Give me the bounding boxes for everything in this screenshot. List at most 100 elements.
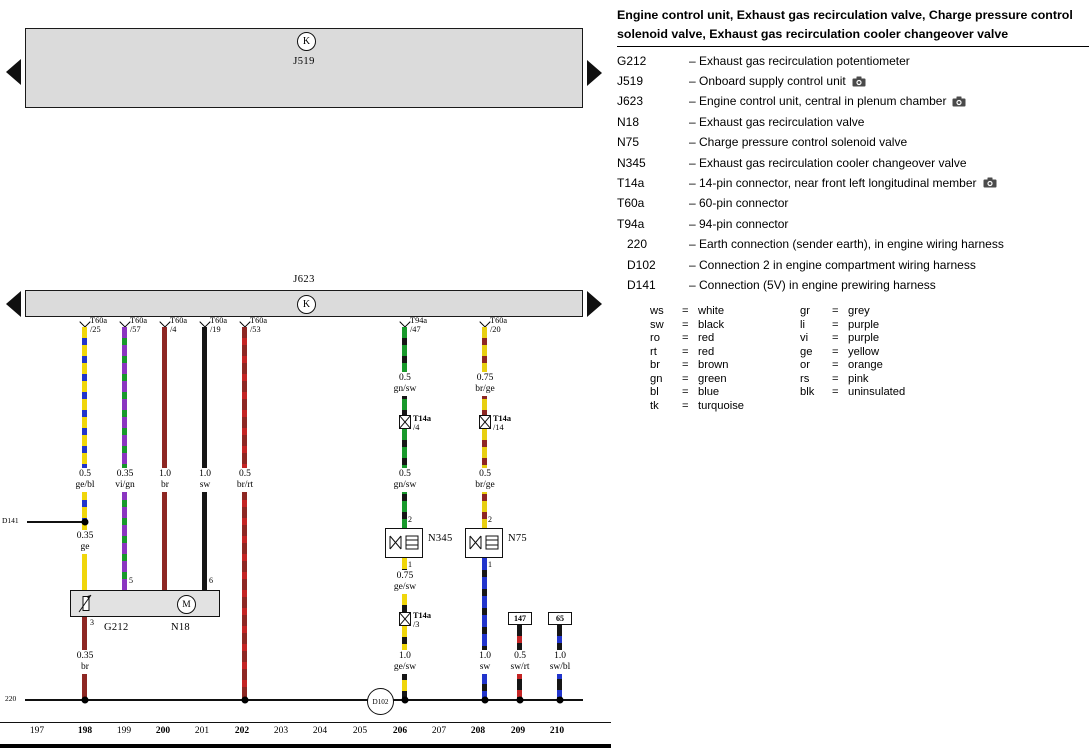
- pin-chevron-icon: [239, 316, 251, 328]
- legend-row: G212 – Exhaust gas recirculation potenti…: [617, 50, 1089, 70]
- page-bottom-bar: [0, 744, 611, 748]
- connector-t14a-4: T14a /4: [398, 414, 431, 434]
- wire-color-code: br/ge: [475, 480, 495, 491]
- component-desc: – Exhaust gas recirculation cooler chang…: [689, 155, 967, 170]
- color-name: purple: [848, 332, 880, 345]
- component-desc: – Engine control unit, central in plenum…: [689, 94, 947, 109]
- equals-sign: =: [832, 304, 839, 317]
- color-name: green: [698, 372, 727, 385]
- connector-t14a-3: T14a /3: [398, 611, 431, 631]
- pin-chevron-icon: [119, 316, 131, 328]
- component-desc: – Onboard supply control unit: [689, 74, 846, 89]
- color-code: vi: [800, 332, 809, 345]
- terminal-name: T60a: [90, 316, 108, 325]
- equals-sign: =: [832, 318, 839, 331]
- connector-name: T14a: [413, 611, 431, 620]
- wire-size: 0.5: [239, 469, 251, 479]
- component-g212-label: G212: [104, 622, 129, 633]
- wire-color-code: gn/sw: [393, 384, 417, 395]
- wire-sw: [202, 327, 207, 590]
- continuation-arrow-left-icon: [6, 291, 21, 317]
- color-name: red: [698, 345, 715, 358]
- color-code: gr: [800, 304, 810, 317]
- wire-size: 0.35: [76, 651, 94, 661]
- pin-number: 1: [408, 560, 412, 569]
- component-list: G212 – Exhaust gas recirculation potenti…: [617, 50, 1089, 295]
- earth-rail-line: [25, 699, 583, 701]
- track-number: 203: [273, 726, 289, 736]
- wire-color-code: sw/bl: [549, 662, 571, 673]
- component-desc: – 14-pin connector, near front left long…: [689, 175, 977, 190]
- component-code: N18: [617, 114, 640, 129]
- legend-row: N345 – Exhaust gas recirculation cooler …: [617, 152, 1089, 172]
- terminal-name: T60a: [130, 316, 148, 325]
- equals-sign: =: [682, 372, 689, 385]
- wire-size: 0.75: [476, 373, 494, 383]
- color-key-row: br=brown: [650, 359, 800, 373]
- terminal-name: T60a: [210, 316, 228, 325]
- equals-sign: =: [682, 332, 689, 345]
- legend-row: J623 – Engine control unit, central in p…: [617, 91, 1089, 111]
- equals-sign: =: [832, 332, 839, 345]
- wire-br-rt: [242, 327, 247, 700]
- legend-row: T94a – 94-pin connector: [617, 214, 1089, 234]
- wire-color-code: sw: [199, 480, 211, 491]
- legend-title: Engine control unit, Exhaust gas recircu…: [617, 6, 1089, 48]
- connector-pin: /3: [413, 620, 420, 630]
- color-name: brown: [698, 359, 729, 372]
- wire-color-code: br: [161, 480, 169, 491]
- wire-size: 0.5: [479, 469, 491, 479]
- connector-name: T14a: [493, 414, 511, 423]
- connector-box-icon: [398, 414, 412, 430]
- wire-color-code: ge/sw: [393, 582, 417, 593]
- component-n75-box: [465, 528, 503, 558]
- component-desc: – Exhaust gas recirculation potentiomete…: [689, 53, 910, 68]
- wire-color-code: sw/rt: [510, 662, 530, 673]
- terminal-pin: /53: [250, 325, 261, 335]
- wire-sw-n75: [482, 558, 487, 700]
- d141-branch-line: [27, 521, 82, 523]
- pin-number: 2: [488, 515, 492, 524]
- color-key-row: tk=turquoise: [650, 399, 800, 413]
- legend-row: T60a – 60-pin connector: [617, 193, 1089, 213]
- wire-gn-sw-upper: [402, 327, 407, 415]
- connector-pin: /14: [493, 423, 504, 433]
- color-key-row: vi = purple: [800, 331, 950, 345]
- legend-row: D102 – Connection 2 in engine compartmen…: [617, 254, 1089, 274]
- terminal-pin: /25: [90, 325, 101, 335]
- color-code: li: [800, 318, 805, 331]
- color-key-row: or=orange: [800, 359, 950, 373]
- connector-box-icon: [398, 611, 412, 627]
- color-key-row: ws=white: [650, 304, 800, 318]
- color-code: ws: [650, 304, 664, 317]
- track-number: 204: [312, 726, 328, 736]
- junction-dot: [241, 696, 249, 704]
- legend-row: 220 – Earth connection (sender earth), i…: [617, 234, 1089, 254]
- pin-number: 1: [488, 560, 492, 569]
- component-desc: – Connection 2 in engine compartment wir…: [689, 257, 976, 272]
- component-code: T60a: [617, 196, 645, 211]
- component-code: T94a: [617, 216, 645, 231]
- color-name: purple: [848, 318, 880, 331]
- color-code: bl: [650, 386, 659, 399]
- wire-br-ge-upper: [482, 327, 487, 415]
- terminal-pin: /47: [410, 325, 421, 335]
- continuation-arrow-right-icon: [587, 60, 602, 86]
- color-key-left-column: ws=white sw=black ro=red rt=red br=brown…: [650, 304, 800, 413]
- module-j623-label: J623: [293, 274, 315, 285]
- color-key-row: gn=green: [650, 372, 800, 386]
- color-code: sw: [650, 318, 664, 331]
- pin-chevron-icon: [79, 316, 91, 328]
- terminal-name: T60a: [170, 316, 188, 325]
- solenoid-valve-icon: [389, 535, 419, 550]
- equals-sign: =: [832, 386, 839, 399]
- track-number: 197: [29, 726, 45, 736]
- potentiometer-icon: [78, 594, 92, 613]
